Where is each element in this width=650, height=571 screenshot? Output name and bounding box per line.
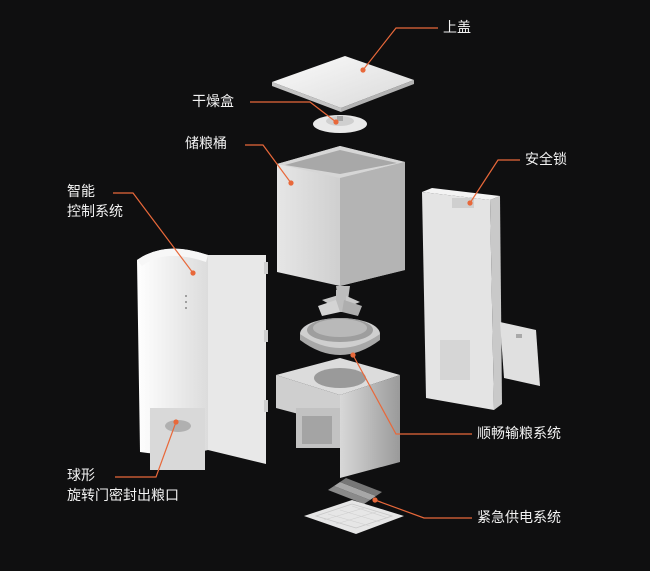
battery-cover-part: [304, 500, 404, 534]
dot-safety-lock: [467, 200, 473, 206]
label-lid: 上盖: [443, 20, 471, 36]
leader-smart-control: [113, 192, 194, 274]
dot-spherical: [173, 419, 179, 425]
leader-grain-bucket: [245, 144, 292, 184]
label-spherical-line2: 旋转门密封出粮口: [67, 488, 179, 504]
ring-part: [300, 318, 380, 355]
control-housing-part: [137, 248, 268, 470]
dry-box-part: [313, 115, 367, 133]
leader-lines: [113, 27, 520, 519]
grain-bucket-part: [277, 146, 405, 300]
label-safety-lock: 安全锁: [525, 152, 567, 168]
dot-grain-bucket: [288, 180, 294, 186]
leader-dots: [173, 67, 473, 503]
label-grain-bucket: 储粮桶: [185, 136, 227, 152]
leader-safety-lock: [469, 159, 520, 204]
dot-smart-control: [190, 270, 196, 276]
leader-emergency-power: [374, 499, 472, 519]
lid-part: [272, 56, 414, 112]
dot-lid: [360, 67, 366, 73]
leader-spherical: [115, 421, 177, 478]
leader-smooth-feeding: [352, 354, 472, 435]
leader-lid: [362, 27, 438, 71]
propeller-part: [318, 290, 362, 316]
batteries-part: [328, 478, 382, 504]
side-plate-part: [500, 322, 540, 386]
base-part: [276, 358, 400, 478]
dot-emergency-power: [372, 497, 378, 503]
label-smart-control-line1: 智能: [67, 184, 95, 200]
dot-smooth-feeding: [350, 352, 356, 358]
dot-dry-box: [333, 119, 339, 125]
label-emergency-power: 紧急供电系统: [477, 510, 561, 526]
label-smooth-feeding: 顺畅输粮系统: [477, 426, 561, 442]
label-smart-control-line2: 控制系统: [67, 204, 123, 220]
back-panel-part: [422, 188, 502, 410]
label-dry-box: 干燥盒: [192, 94, 234, 110]
leader-dry-box: [250, 101, 337, 123]
label-spherical-line1: 球形: [67, 468, 95, 484]
